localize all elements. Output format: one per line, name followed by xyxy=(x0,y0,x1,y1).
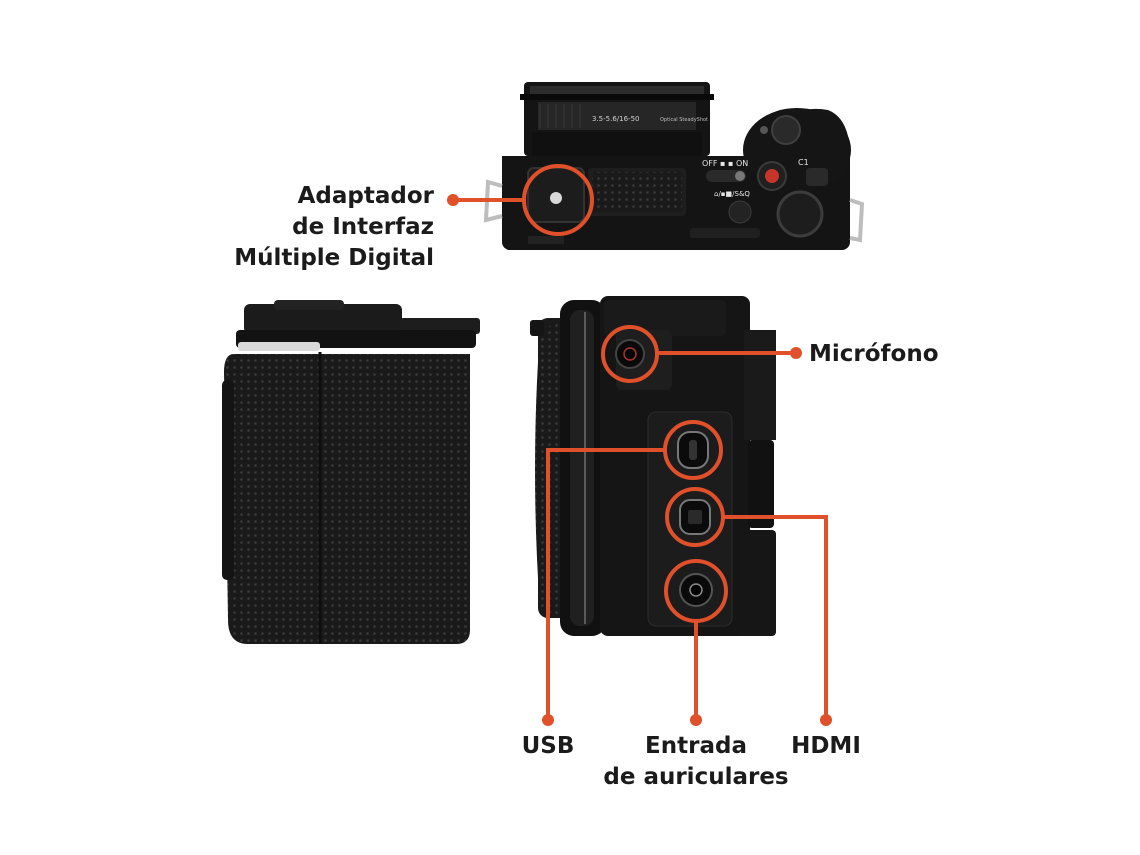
c1-button[interactable] xyxy=(806,168,828,186)
adapter-callout-label: Adaptador de Interfaz Múltiple Digital xyxy=(222,181,434,274)
camera-left-side-view xyxy=(222,300,480,644)
camera-right-side-view xyxy=(530,296,776,636)
usb-callout-label: USB xyxy=(521,733,575,759)
c1-label: C1 xyxy=(798,158,809,167)
adapter-label-line3: Múltiple Digital xyxy=(234,245,434,271)
hdmi-callout-label: HDMI xyxy=(791,733,861,759)
microphone-callout-label: Micrófono xyxy=(809,341,939,367)
adapter-label-line1: Adaptador xyxy=(297,183,434,209)
camera-top-view: 3.5-5.6/16-50 Optical SteadyShot OFF ▪ ▪… xyxy=(483,82,865,250)
lens-brand-text: Optical SteadyShot xyxy=(660,117,708,123)
power-switch-label: OFF ▪ ▪ ON xyxy=(702,159,748,168)
adapter-label-line2: de Interfaz xyxy=(292,214,434,240)
headphones-callout-label: Entrada de auriculares xyxy=(596,731,796,793)
mode-button-label: ⌂/▪■/S&Q xyxy=(714,190,750,198)
mode-button[interactable] xyxy=(728,200,752,224)
zoom-dial[interactable] xyxy=(771,115,801,145)
headphones-label-line1: Entrada xyxy=(645,733,747,759)
headphones-label-line2: de auriculares xyxy=(603,764,789,790)
control-dial[interactable] xyxy=(776,190,824,238)
lens-spec-text: 3.5-5.6/16-50 xyxy=(592,115,640,123)
